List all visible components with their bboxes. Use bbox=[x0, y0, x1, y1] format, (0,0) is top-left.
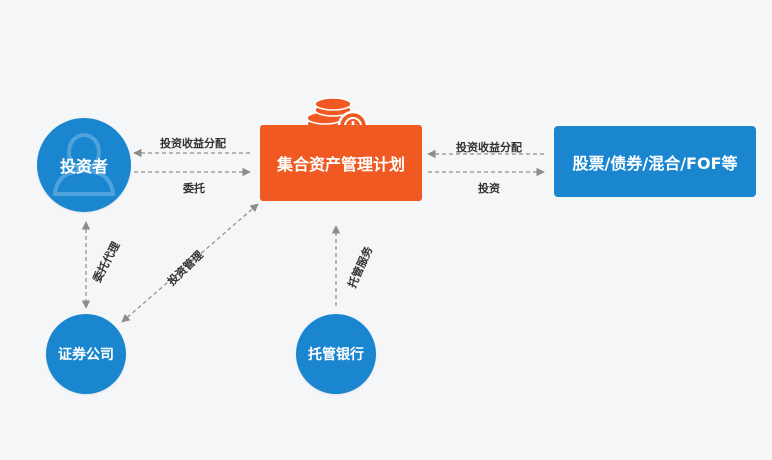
custodian-label: 托管银行 bbox=[308, 347, 364, 363]
person-silhouette-icon bbox=[52, 133, 116, 196]
investor-node: 投资者 bbox=[37, 118, 131, 212]
broker-label: 证券公司 bbox=[58, 347, 114, 363]
plan-label: 集合资产管理计划 bbox=[276, 155, 405, 174]
custodian-node: 托管银行 bbox=[296, 314, 376, 394]
broker-node: 证券公司 bbox=[46, 314, 126, 394]
edge-label-return-from-assets: 投资收益分配 bbox=[456, 141, 522, 154]
assets-label: 股票/债券/混合/FOF等 bbox=[572, 153, 738, 173]
edge-label-entrust: 委托 bbox=[183, 182, 205, 195]
plan-node: 集合资产管理计划 bbox=[260, 125, 422, 201]
assets-node: 股票/债券/混合/FOF等 bbox=[554, 126, 756, 197]
investor-label: 投资者 bbox=[59, 157, 108, 176]
edge-label-invest: 投资 bbox=[478, 182, 500, 195]
edge-label-return-to-investor: 投资收益分配 bbox=[160, 137, 226, 150]
edge-investment-management bbox=[121, 203, 259, 323]
